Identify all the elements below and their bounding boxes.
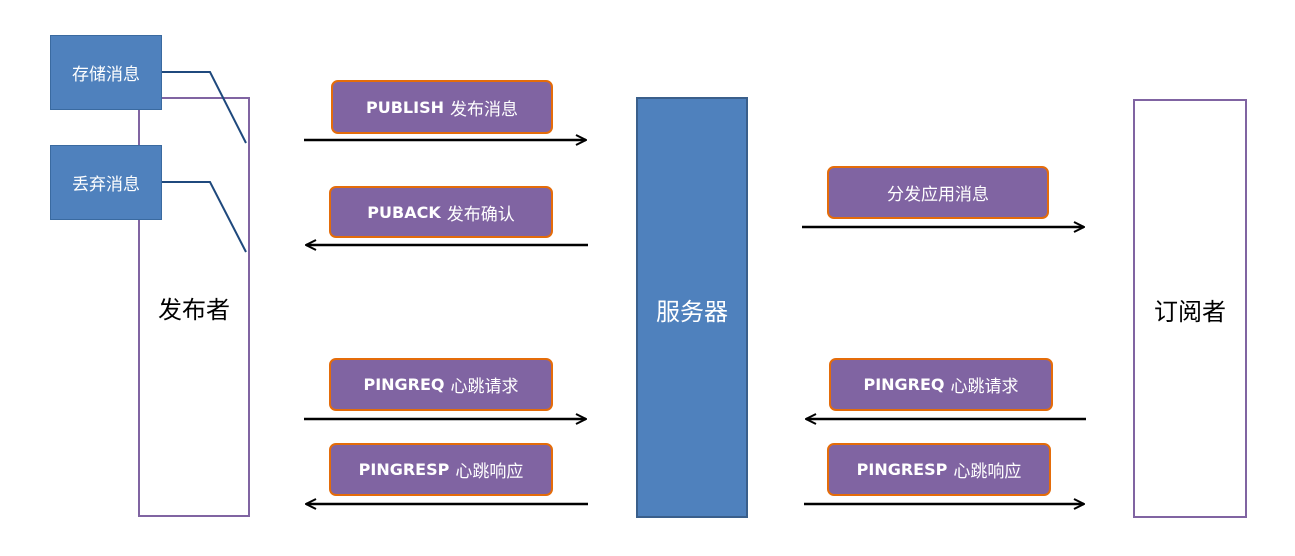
- pingreq-left-code: PINGREQ: [363, 375, 445, 394]
- subscriber-box: [1133, 99, 1247, 518]
- publish-message: PUBLISH 发布消息: [331, 80, 553, 134]
- pingresp-right-code: PINGRESP: [856, 460, 948, 479]
- store-message-note: 存储消息: [50, 35, 162, 110]
- pingresp-right-text: 心跳响应: [953, 462, 1022, 482]
- pingresp-left-code: PINGRESP: [358, 460, 450, 479]
- publish-code: PUBLISH: [366, 97, 444, 117]
- pingreq-left-text: 心跳请求: [450, 377, 519, 397]
- pingreq-right-code: PINGREQ: [863, 375, 945, 394]
- store-connector: [162, 71, 247, 144]
- pingresp-right-message: PINGRESP 心跳响应: [827, 443, 1051, 496]
- puback-text: 发布确认: [446, 204, 515, 225]
- server-label: 服务器: [656, 298, 728, 326]
- pingreq-right-text: 心跳请求: [950, 377, 1019, 397]
- subscriber-label: 订阅者: [1154, 298, 1226, 326]
- puback-code: PUBACK: [367, 202, 441, 222]
- pingresp-left-message: PINGRESP 心跳响应: [329, 443, 553, 496]
- server-box: [636, 97, 748, 518]
- publisher-label: 发布者: [158, 296, 230, 324]
- pingreq-left-message: PINGREQ 心跳请求: [329, 358, 553, 411]
- dispatch-text: 分发应用消息: [887, 185, 989, 205]
- discard-message-note: 丢弃消息: [50, 145, 162, 220]
- publish-text: 发布消息: [449, 99, 518, 120]
- pingresp-left-text: 心跳响应: [455, 462, 524, 482]
- dispatch-message: 分发应用消息: [827, 166, 1049, 219]
- pingreq-right-message: PINGREQ 心跳请求: [829, 358, 1053, 411]
- puback-message: PUBACK 发布确认: [329, 186, 553, 238]
- discard-connector: [162, 181, 247, 253]
